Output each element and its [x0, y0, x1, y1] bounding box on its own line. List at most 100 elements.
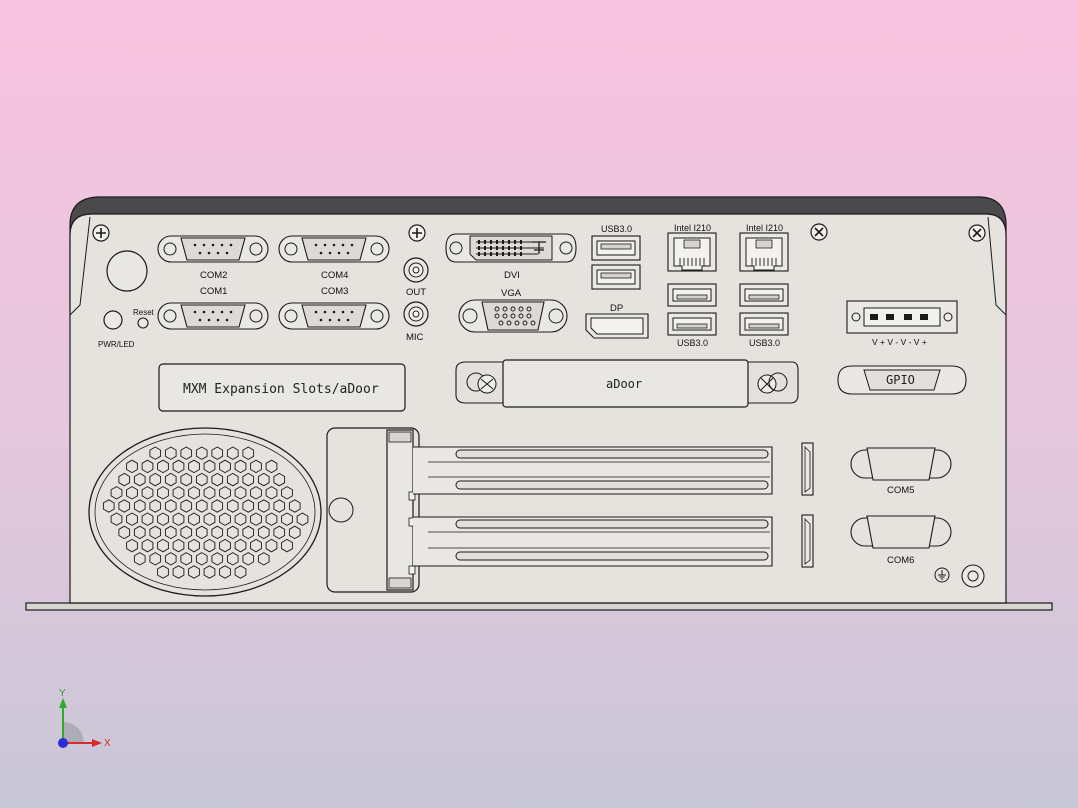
fan-vent-hole — [133, 552, 146, 566]
pcie-slot-1[interactable] — [413, 446, 773, 495]
audio-out-jack[interactable] — [403, 257, 429, 283]
fan-vent-hole — [188, 538, 200, 553]
fan-vent-hole — [296, 512, 309, 526]
fan-vent-hole — [211, 472, 224, 487]
usb3-bottom-left-port-1[interactable] — [667, 283, 717, 307]
fan-vent-hole — [164, 552, 177, 566]
fan-vent-hole — [195, 472, 208, 487]
com6-port[interactable] — [850, 515, 952, 549]
fan-vent-hole — [188, 486, 200, 500]
fan-vent-hole — [172, 512, 185, 526]
power-button[interactable] — [106, 250, 148, 292]
fan-vent-hole — [149, 446, 162, 460]
fan-vent-hole — [133, 499, 146, 513]
grounding-screw — [961, 564, 985, 588]
fan-vent-hole — [265, 538, 278, 553]
dc-power-terminal[interactable] — [846, 300, 958, 334]
fan-vent-hole — [219, 459, 231, 474]
fan-vent-hole — [250, 512, 262, 526]
fan-vent-hole — [257, 552, 270, 566]
usb3-top-port-2[interactable] — [591, 264, 641, 290]
fan-vent-hole — [133, 525, 146, 540]
panel-bevel-right — [987, 216, 1007, 316]
screw-top-mid — [408, 224, 426, 242]
usb3-bottom-right-port-2[interactable] — [739, 312, 789, 336]
com1-port[interactable] — [157, 302, 269, 330]
gpio-label: GPIO — [886, 373, 915, 387]
fan-vent-hole — [250, 459, 262, 474]
axis-y-arrow — [59, 698, 67, 708]
fan-vent-hole — [273, 525, 286, 540]
fan-vent-hole — [164, 472, 177, 487]
fan-vent-hole — [164, 499, 177, 513]
fan-vent-hole — [242, 472, 255, 487]
screw-top-left — [92, 224, 110, 242]
fan-vent-hole — [242, 525, 255, 540]
fan-vent-hole — [126, 459, 138, 474]
com2-port[interactable] — [157, 235, 269, 263]
fan-vent-hole — [281, 512, 293, 526]
fan-vent-hole — [195, 499, 208, 513]
fan-vent-hole — [219, 486, 231, 500]
fan-vent-hole — [273, 499, 286, 513]
fan-vent-hole — [226, 499, 239, 513]
reset-button[interactable] — [137, 317, 149, 329]
fan-vent-hole — [203, 512, 216, 526]
usb3-bottom-left-port-2[interactable] — [667, 312, 717, 336]
fan-vent-hole — [203, 486, 216, 500]
usb3-bottom-label-2: USB3.0 — [749, 338, 780, 348]
fan-vent-hole — [265, 512, 278, 526]
fan-vent-hole — [157, 512, 169, 526]
mic-jack[interactable] — [403, 301, 429, 327]
screw-top-right2 — [968, 224, 986, 242]
vga-port[interactable] — [458, 299, 568, 333]
com4-label: COM4 — [321, 270, 348, 281]
fan-vent-hole — [234, 538, 247, 553]
fan-vent-hole — [180, 552, 193, 566]
fan-vent-hole — [234, 565, 247, 579]
displayport-port[interactable] — [585, 313, 649, 339]
fan-vent-hole — [141, 459, 154, 474]
fan-vent-hole — [149, 499, 162, 513]
fan-vent-hole — [195, 525, 208, 540]
rj45-port-1[interactable] — [667, 232, 717, 272]
fan-vent-hole — [234, 512, 247, 526]
fan-vent-hole — [211, 552, 224, 566]
com6-label: COM6 — [887, 555, 914, 566]
usb3-bottom-right-port-1[interactable] — [739, 283, 789, 307]
pwr-led-label: PWR/LED — [98, 340, 135, 349]
fan-vent-hole — [180, 525, 193, 540]
rj45-port-2[interactable] — [739, 232, 789, 272]
gpio-port[interactable] — [837, 365, 967, 395]
axis-x-arrow — [92, 739, 102, 747]
panel-bevel-left — [69, 216, 91, 316]
fan-vent-hole — [118, 525, 131, 540]
mxm-expansion-panel — [158, 363, 406, 412]
adoor-panel[interactable] — [455, 359, 799, 408]
fan-grille — [88, 427, 322, 597]
intel-i210-label-1: Intel I210 — [674, 223, 711, 233]
dvi-port[interactable] — [445, 233, 577, 263]
fan-vent-hole — [234, 459, 247, 474]
com3-label: COM3 — [321, 286, 348, 297]
audio-out-label: OUT — [406, 287, 426, 298]
fan-vent-hole — [203, 565, 216, 579]
fan-vent-hole — [226, 552, 239, 566]
usb3-top-port-1[interactable] — [591, 235, 641, 261]
com3-port[interactable] — [278, 302, 390, 330]
usb3-top-label: USB3.0 — [601, 224, 632, 234]
com4-port[interactable] — [278, 235, 390, 263]
pcie-slot-2[interactable] — [413, 516, 773, 567]
fan-vent-hole — [149, 472, 162, 487]
fan-vent-hole — [211, 499, 224, 513]
screw-top-right1 — [810, 223, 828, 241]
fan-vent-hole — [157, 486, 169, 500]
intel-i210-label-2: Intel I210 — [746, 223, 783, 233]
fan-vent-hole — [257, 472, 270, 487]
slot-latch-1[interactable] — [801, 442, 814, 496]
usb3-bottom-label-1: USB3.0 — [677, 338, 708, 348]
com5-port[interactable] — [850, 447, 952, 481]
fan-vent-hole — [188, 565, 200, 579]
slot-latch-2[interactable] — [801, 514, 814, 568]
fan-vent-hole — [188, 512, 200, 526]
